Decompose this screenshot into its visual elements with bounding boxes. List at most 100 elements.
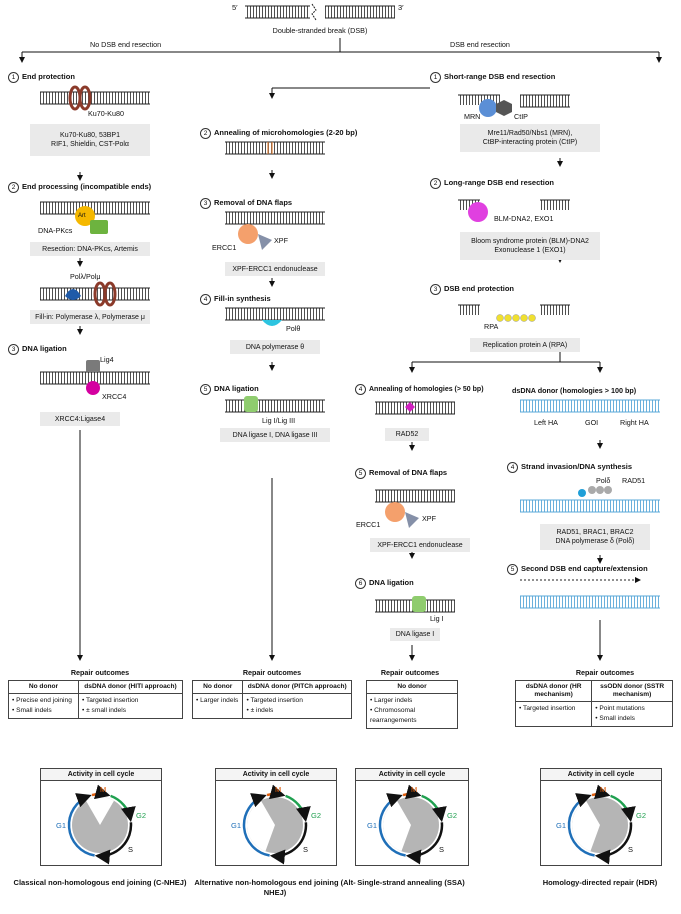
cycle-phase-arrow [94,822,133,865]
cycle-phase-arrow [269,822,308,865]
cycle-label-s: S [439,845,445,854]
cycle-phase-arrow [266,784,286,800]
cnhej-step2-box: Resection: DNA-PKcs, Artemis [30,242,150,256]
cell-cycle-pies [67,784,636,865]
mrn-label: MRN [464,112,481,121]
cycle-phase-arrow [285,794,311,823]
cycle-title: Activity in cell cycle [541,769,661,781]
ssa-cycle-box: Activity in cell cycle [355,768,469,866]
cycle-phase-arrow [110,794,136,823]
cnhej-outcomes-title: Repair outcomes [70,668,130,677]
cycle-title: Activity in cell cycle [356,769,468,781]
col-head: dsDNA donor (HR mechanism) [514,680,593,702]
cycle-label-s: S [628,845,634,854]
cycle-phase-arrow [610,794,636,823]
cycle-inactive-wedge [247,800,275,852]
cycle-phase-arrow [591,784,611,800]
col-head: dsDNA donor (HITI approach) [77,680,184,694]
blm-label: BLM-DNA2, EXO1 [494,214,554,223]
hdr-graphics [520,399,660,661]
cycle-label-m: M [100,785,107,794]
cycle-inactive-wedge [382,800,411,852]
pol-lambda-label: Polλ/Polμ [70,272,101,281]
alt-ercc1-label: ERCC1 [212,243,237,252]
cycle-phase-arrow [242,793,270,857]
ssa-xpf-label: XPF [422,514,436,523]
cycle-label-m: M [411,785,418,794]
cycle-phase-arrow [405,822,444,865]
cnhej-cycle-box: Activity in cell cycle [40,768,162,866]
outcome-cell: • Targeted insertion• ± indels [242,693,352,719]
res-step3-box: Replication protein A (RPA) [470,338,580,352]
dnapk-label: DNA-PKcs [38,226,73,235]
left-branch-label: No DSB end resection [90,40,162,49]
ssa-ercc1-label: ERCC1 [356,520,381,529]
cnhej-name: Classical non-homologous end joining (C-… [13,878,187,887]
hdr-name: Homology-directed repair (HDR) [542,878,658,887]
cycle-phase-arrow [594,822,633,865]
pold-label: Polδ [596,476,611,485]
altnhej-graphics [225,141,325,661]
xrcc4-label: XRCC4 [102,392,127,401]
rad51-label: RAD51 [622,476,646,485]
cycle-label-m: M [275,785,282,794]
ssa-step6-box: DNA ligase I [390,628,440,641]
resection-graphics [458,94,570,322]
hdr-donor-title: dsDNA donor (homologies > 100 bp) [512,386,637,395]
goi-label: GOI [585,418,599,427]
cycle-label-s: S [303,845,309,854]
col-head: No donor [366,680,458,694]
res-step1-box: Mre11/Rad50/Nbs1 (MRN),CtBP-interacting … [460,124,600,152]
ku-label: Ku70-Ku80 [88,109,124,118]
lig4-label: Lig4 [100,355,114,364]
alt-lig-label: Lig I/Lig III [262,416,296,425]
col-head: No donor [8,680,79,694]
rpa-label: RPA [484,322,499,331]
cycle-label-g2: G2 [136,811,147,820]
cycle-title: Activity in cell cycle [41,769,161,781]
col-head: No donor [191,680,244,694]
cycle-label-g2: G2 [447,811,458,820]
ssa-outcomes-title: Repair outcomes [380,668,440,677]
polt-label: Polθ [286,324,301,333]
ssa-name: Single-strand annealing (SSA) [357,878,465,887]
hdr-outcomes-table: dsDNA donor (HR mechanism)ssODN donor (S… [514,680,673,727]
cycle-title: Activity in cell cycle [216,769,336,781]
cycle-label-g1: G1 [367,821,378,830]
cycle-label-m: M [600,785,607,794]
cycle-phase-arrow [91,784,111,800]
col-head: ssODN donor (SSTR mechanism) [591,680,673,702]
right-branch-label: DSB end resection [450,40,510,49]
col-head: dsDNA donor (PITCh approach) [242,680,352,694]
cycle-phase-arrow [402,784,422,800]
branch-lines [19,38,662,373]
ssa-outcomes-table: No donor • Larger indels• Chromosomal re… [366,680,458,729]
alt-step3-box: XPF-ERCC1 endonuclease [225,262,325,276]
cycle-phase-arrow [378,793,406,857]
outcome-cell: • Targeted insertion [514,701,593,727]
cnhej-step3-box: XRCC4:Ligase4 [40,412,120,426]
alt-step5-box: DNA ligase I, DNA ligase III [220,428,330,442]
dsb-dna [245,3,395,21]
hdr-cycle-box: Activity in cell cycle [540,768,662,866]
dsb-title: Double-stranded break (DSB) [272,26,368,35]
prime-3-top: 3′ [398,3,404,12]
alt-cycle-box: Activity in cell cycle [215,768,337,866]
outcome-cell: • Point mutations• Small indels [591,701,673,727]
cycle-label-g2: G2 [636,811,647,820]
cycle-label-g1: G1 [556,821,567,830]
rad52-box: RAD52 [385,428,429,441]
